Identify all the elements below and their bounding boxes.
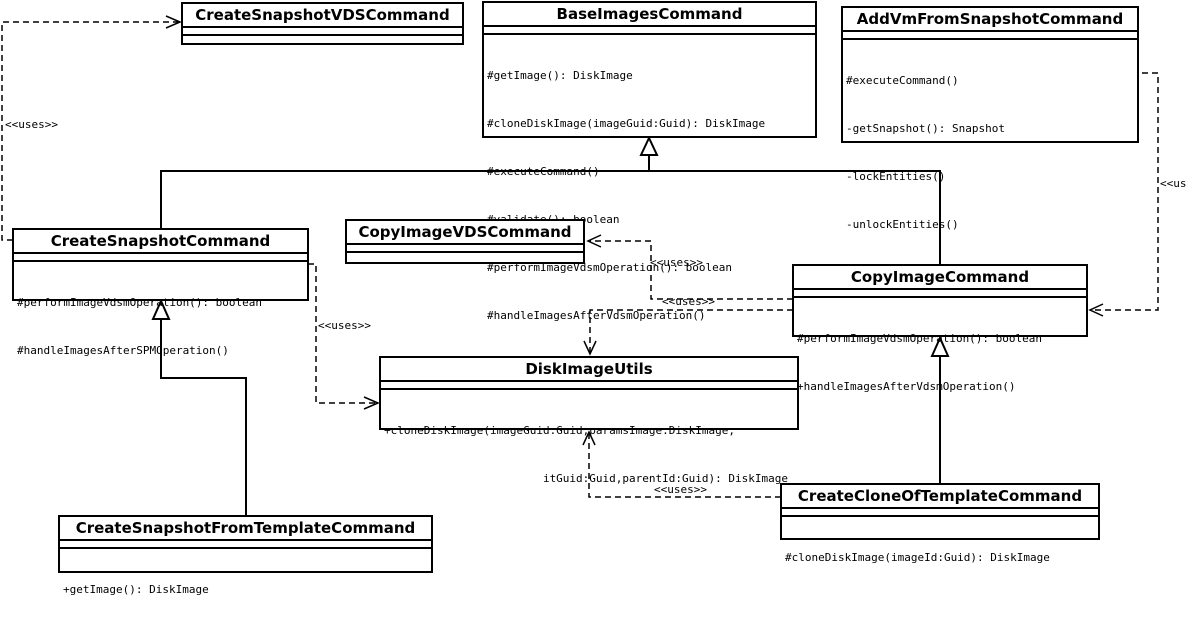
class-name: CopyImageCommand (794, 266, 1086, 290)
class-name: CreateCloneOfTemplateCommand (782, 485, 1098, 509)
class-create-snapshot-command[interactable]: CreateSnapshotCommand #performImageVdsmO… (12, 228, 309, 357)
attributes-compartment (484, 27, 815, 35)
operations-compartment (183, 36, 462, 42)
operation: +cloneDiskImage(imageGuid:Guid,paramsIma… (384, 424, 735, 437)
inheritance-arrowhead-base-images (639, 135, 659, 156)
uses-label: <<uses>> (650, 256, 703, 269)
attributes-compartment (794, 290, 1086, 298)
uses-label: <<uses>> (654, 483, 707, 496)
operation: +getImage(): DiskImage (63, 583, 209, 596)
class-copy-image-vds-command[interactable]: CopyImageVDSCommand (345, 219, 585, 264)
open-arrowhead-snapshot-utils (363, 396, 380, 410)
operation: #performImageVdsmOperation(): boolean (797, 332, 1043, 345)
class-disk-image-utils[interactable]: DiskImageUtils +cloneDiskImage(imageGuid… (379, 356, 799, 485)
class-add-vm-from-snapshot-command[interactable]: AddVmFromSnapshotCommand #executeCommand… (841, 6, 1139, 327)
open-arrowhead-copy-utils (583, 340, 597, 356)
class-name: CopyImageVDSCommand (347, 221, 583, 245)
operation: +handleImagesAfterVdsmOperation() (797, 380, 1016, 393)
operations-compartment: #performImageVdsmOperation(): boolean +h… (794, 298, 1086, 429)
inheritance-arrowhead-copy-image (930, 335, 950, 357)
class-create-snapshot-from-template-command[interactable]: CreateSnapshotFromTemplateCommand +getIm… (58, 515, 433, 596)
class-name: BaseImagesCommand (484, 3, 815, 27)
uses-line-addvm-copy (1090, 72, 1159, 311)
operation: #executeCommand() (487, 165, 600, 178)
class-copy-image-command[interactable]: CopyImageCommand #performImageVdsmOperat… (792, 264, 1088, 393)
open-arrowhead-copy-vds (586, 234, 602, 248)
inheritance-arrowhead-create-snapshot (151, 298, 171, 320)
open-arrowhead-addvm-copy (1088, 303, 1104, 317)
class-name: AddVmFromSnapshotCommand (843, 8, 1137, 32)
uses-line-snapshot-vds (1, 21, 180, 241)
operation: -getSnapshot(): Snapshot (846, 122, 1005, 135)
inheritance-line-create-snapshot (160, 170, 941, 264)
open-arrowhead-clone-utils (582, 430, 596, 446)
operation: #getImage(): DiskImage (487, 69, 633, 82)
attributes-compartment (60, 541, 431, 549)
class-name: CreateSnapshotVDSCommand (183, 4, 462, 28)
operations-compartment (347, 253, 583, 259)
relationship-lines (1, 15, 1159, 515)
uses-label: <<us (1160, 177, 1187, 190)
uses-line-copy-utils (589, 309, 793, 354)
operation: -unlockEntities() (846, 218, 959, 231)
class-name: DiskImageUtils (381, 358, 797, 382)
class-name: CreateSnapshotCommand (14, 230, 307, 254)
uses-line-clone-utils (588, 432, 781, 498)
operations-compartment: +getImage(): DiskImage (60, 549, 431, 632)
attributes-compartment (347, 245, 583, 253)
uses-line-copy-vds (588, 240, 793, 300)
attributes-compartment (843, 32, 1137, 40)
uses-label: <<uses>> (5, 118, 58, 131)
class-create-clone-of-template-command[interactable]: CreateCloneOfTemplateCommand #cloneDiskI… (780, 483, 1100, 564)
operations-compartment: #cloneDiskImage(imageId:Guid): DiskImage (782, 517, 1098, 600)
class-create-snapshot-vds-command[interactable]: CreateSnapshotVDSCommand (181, 2, 464, 45)
operations-compartment: #performImageVdsmOperation(): boolean #h… (14, 262, 307, 393)
attributes-compartment (183, 28, 462, 36)
uses-line-snapshot-utils (308, 263, 378, 404)
attributes-compartment (14, 254, 307, 262)
operation: -lockEntities() (846, 170, 946, 183)
uses-label: <<uses>> (318, 319, 371, 332)
operation: #cloneDiskImage(imageId:Guid): DiskImage (785, 551, 1050, 564)
operation: #cloneDiskImage(imageGuid:Guid): DiskIma… (487, 117, 766, 130)
attributes-compartment (782, 509, 1098, 517)
class-name: CreateSnapshotFromTemplateCommand (60, 517, 431, 541)
uses-label: <<uses>> (662, 295, 715, 308)
operation: #performImageVdsmOperation(): boolean (487, 261, 733, 274)
class-base-images-command[interactable]: BaseImagesCommand #getImage(): DiskImage… (482, 1, 817, 322)
attributes-compartment (381, 382, 797, 390)
operation: #performImageVdsmOperation(): boolean (17, 296, 263, 309)
uml-class-diagram: <<uses>> <<uses>> <<uses>> <<uses>> <<us… (1, 1, 1187, 596)
operation: #executeCommand() (846, 74, 959, 87)
operations-compartment: +cloneDiskImage(imageGuid:Guid,paramsIma… (381, 390, 797, 521)
operation: itGuid:Guid,parentId:Guid): DiskImage (384, 472, 788, 485)
operation: #handleImagesAfterVdsmOperation() (487, 309, 706, 322)
operations-compartment: #getImage(): DiskImage #cloneDiskImage(i… (484, 35, 815, 358)
open-arrowhead-snapshot-vds (165, 15, 182, 29)
operation: #handleImagesAfterSPMOperation() (17, 344, 229, 357)
inheritance-line-snapshot-from-template (160, 319, 247, 515)
